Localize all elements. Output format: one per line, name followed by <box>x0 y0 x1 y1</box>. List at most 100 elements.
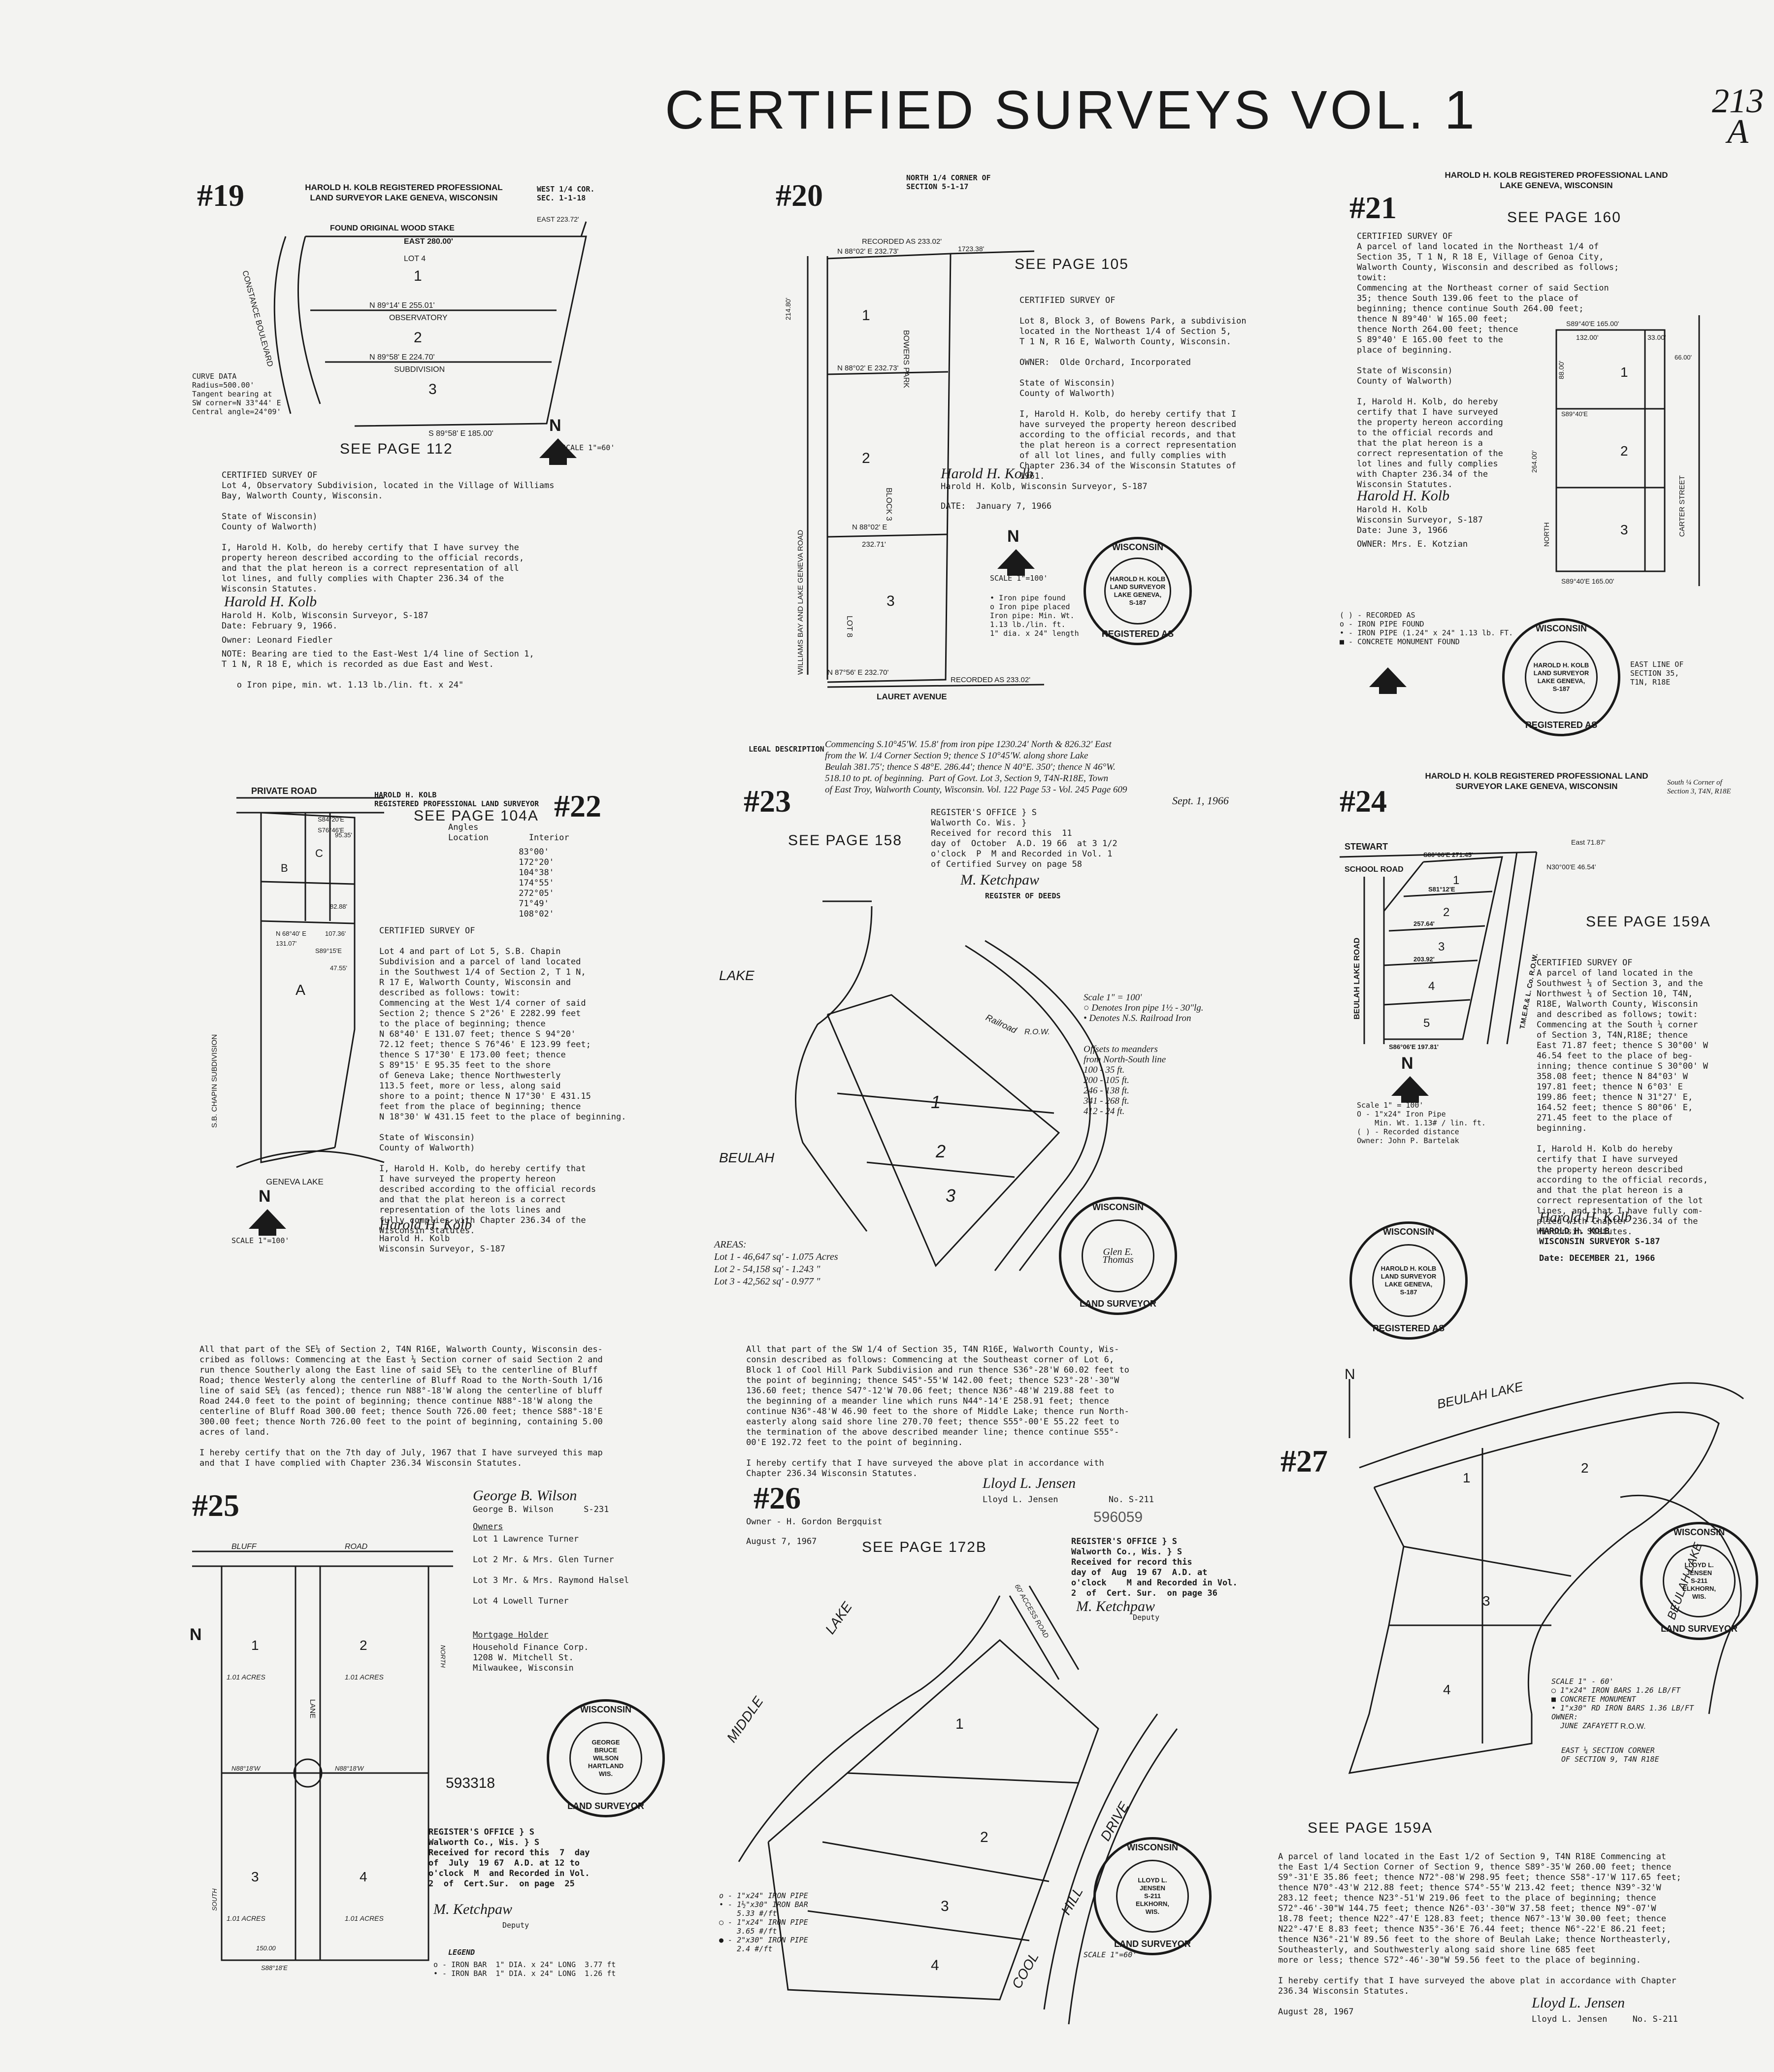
plat-label: 3 <box>887 593 895 609</box>
survey-22-number: #22 <box>554 789 601 823</box>
survey-22-see-page: SEE PAGE 104A <box>414 808 539 824</box>
survey-20-legend: • Iron pipe found o Iron pipe placed Iro… <box>990 593 1079 638</box>
survey-19-boulevard-curve <box>273 236 292 414</box>
plat-label: RECORDED AS 233.02' <box>951 676 1030 684</box>
survey-19-sig-line: Harold H. Kolb, Wisconsin Surveyor, S-18… <box>222 611 428 631</box>
survey-23-register: REGISTER'S OFFICE } S Walworth Co. Wis. … <box>931 808 1117 869</box>
survey-24-signature: Harold H. Kolb <box>1539 1209 1632 1225</box>
survey-25-doc-number: 593318 <box>446 1775 495 1791</box>
survey-26-access-road-2 <box>1028 1585 1080 1670</box>
plat-label: N 88°02' E <box>852 523 887 531</box>
north-arrow-icon <box>1369 667 1407 694</box>
survey-24-lot-line-1 <box>1403 890 1493 897</box>
plat-label: 47.55' <box>330 964 347 972</box>
survey-23-legal: Commencing S.10°45'W. 15.8' from iron pi… <box>825 739 1127 795</box>
plat-label: 1 <box>1453 874 1459 887</box>
plat-label: BLUFF <box>231 1543 257 1551</box>
survey-20-lot-line-2 <box>827 533 947 538</box>
plat-label: 2 <box>1581 1460 1589 1476</box>
survey-19-lot-west-curve <box>297 236 321 404</box>
plat-label: 1 <box>955 1716 964 1732</box>
survey-24-sig-line: HAROLD H. KOLB WISCONSIN SURVEYOR S-187 <box>1539 1226 1660 1247</box>
plat-label: S88°18'E <box>261 1964 288 1972</box>
survey-24-boundary <box>1383 856 1503 1040</box>
survey-27-see-page: SEE PAGE 159A <box>1308 1820 1433 1836</box>
survey-20-corner: NORTH 1/4 CORNER OF SECTION 5-1-17 <box>906 173 991 191</box>
plat-label: BEULAH <box>719 1150 775 1165</box>
survey-20-north: N <box>1007 527 1019 546</box>
survey-23-offsets: Offsets to meanders from North-South lin… <box>1084 1044 1166 1117</box>
survey-25-plat: BLUFF ROAD 1 2 3 4 LANE 1.01 ACRES 1.01 … <box>192 1543 453 1972</box>
survey-20-number: #20 <box>776 178 823 213</box>
survey-20-lot-line-1 <box>827 371 949 375</box>
survey-24-north: N <box>1401 1054 1413 1073</box>
survey-27-description: A parcel of land located in the East 1/2… <box>1278 1852 1681 1996</box>
plat-label: GENEVA LAKE <box>266 1177 324 1186</box>
survey-27-seal: WISCONSIN LLOYD L. JENSEN S-211 ELKHORN,… <box>1640 1522 1758 1640</box>
page-number: 213 A <box>1712 82 1764 151</box>
survey-23-plat: LAKE BEULAH 1 2 3 Railroad R.O.W. <box>719 900 1109 1271</box>
survey-25-legend: o - IRON BAR 1" DIA. x 24" LONG 3.77 ft … <box>433 1960 616 1978</box>
plat-label: 1 <box>1463 1470 1471 1485</box>
plat-label: 82.88' <box>330 903 347 910</box>
survey-20-boundary <box>827 253 952 683</box>
plat-label: 1 <box>931 1092 941 1112</box>
survey-27-legend: SCALE 1" - 60' ○ 1"x24" IRON BARS 1.26 L… <box>1551 1677 1694 1730</box>
plat-label: 33.00' <box>1647 333 1666 341</box>
survey-27-corner: EAST ¼ SECTION CORNER OF SECTION 9, T4N … <box>1561 1746 1659 1764</box>
plat-label: N 88°02' E 232.73' <box>837 247 898 256</box>
survey-26-lot-line-1 <box>847 1772 1079 1784</box>
plat-label: Railroad <box>984 1012 1018 1035</box>
survey-26-register: REGISTER'S OFFICE } S Walworth Co., Wis.… <box>1071 1537 1238 1598</box>
plat-label: LOT 4 <box>404 255 426 263</box>
survey-24-lot-line-3 <box>1383 959 1478 966</box>
plat-label: 88.00' <box>1557 361 1565 379</box>
survey-26-access-road <box>1009 1595 1060 1680</box>
survey-25-owners: Lot 1 Lawrence Turner Lot 2 Mr. & Mrs. G… <box>473 1534 629 1606</box>
plat-label: R.O.W. <box>1024 1028 1050 1036</box>
survey-24-row-line-2 <box>1506 852 1538 1045</box>
north-arrow-icon <box>1391 1076 1429 1103</box>
plat-label: N 88°02' E 232.73' <box>837 364 898 372</box>
plat-label: N 87°56' E 232.70' <box>827 668 888 677</box>
plat-label: 3 <box>1438 940 1445 954</box>
plat-label: 257.64' <box>1413 920 1435 927</box>
plat-label: 3 <box>941 1898 949 1914</box>
plat-label: 131.07' <box>276 940 296 947</box>
plat-label: 1 <box>251 1638 259 1653</box>
plat-label: LANE <box>308 1699 317 1718</box>
plat-label: 4 <box>360 1869 367 1884</box>
plat-label: SUBDIVISION <box>394 365 445 374</box>
survey-20-date: DATE: January 7, 1966 <box>941 501 1052 511</box>
plat-label: 2 <box>1443 906 1449 919</box>
plat-label: 107.36' <box>325 930 346 937</box>
survey-21-owner: OWNER: Mrs. E. Kotzian <box>1357 539 1468 549</box>
plat-label: BLOCK 3 <box>885 488 893 521</box>
survey-22-west-line <box>260 813 335 1163</box>
plat-label: 3 <box>251 1869 259 1884</box>
plat-label: LAKE <box>822 1599 855 1637</box>
plat-label: 1 <box>414 268 422 284</box>
survey-22-plat: PRIVATE ROAD B C A S.B. CHAPIN SUBDIVISI… <box>210 786 385 1186</box>
plat-label: 264.00' <box>1530 451 1538 473</box>
survey-24-surveyor-header: HAROLD H. KOLB REGISTERED PROFESSIONAL L… <box>1425 771 1648 791</box>
plat-label: N 89°14' E 255.01' <box>369 301 435 310</box>
survey-19-corner: WEST 1/4 COR. SEC. 1-1-18 <box>537 185 595 202</box>
plat-label: LAKE <box>719 968 755 983</box>
survey-20-north-tie <box>950 250 1035 255</box>
plat-label: 3 <box>1620 522 1628 537</box>
survey-19-note: NOTE: Bearing are tied to the East-West … <box>222 649 534 690</box>
plat-label: S89°40'E <box>1561 410 1588 418</box>
survey-21-see-page: SEE PAGE 160 <box>1507 209 1621 226</box>
survey-21-sig-line: Harold H. Kolb Wisconsin Surveyor, S-187… <box>1357 505 1483 535</box>
survey-19-see-page: SEE PAGE 112 <box>340 441 453 457</box>
survey-26-seal: WISCONSIN LLOYD L. JENSEN S-211 ELKHORN,… <box>1093 1837 1212 1955</box>
survey-25-register-sig: M. Ketchpaw <box>433 1901 512 1917</box>
survey-25-signature: George B. Wilson <box>473 1487 577 1504</box>
survey-25-sig-line: George B. Wilson S-231 <box>473 1505 609 1514</box>
survey-25-number: #25 <box>192 1488 239 1523</box>
plat-label: 95.35' <box>335 831 352 839</box>
survey-21-plat: S89°40'E 165.00' 132.00' 33.00' 1 2 3 88… <box>1530 315 1700 586</box>
plat-label: 66.00' <box>1675 354 1692 361</box>
